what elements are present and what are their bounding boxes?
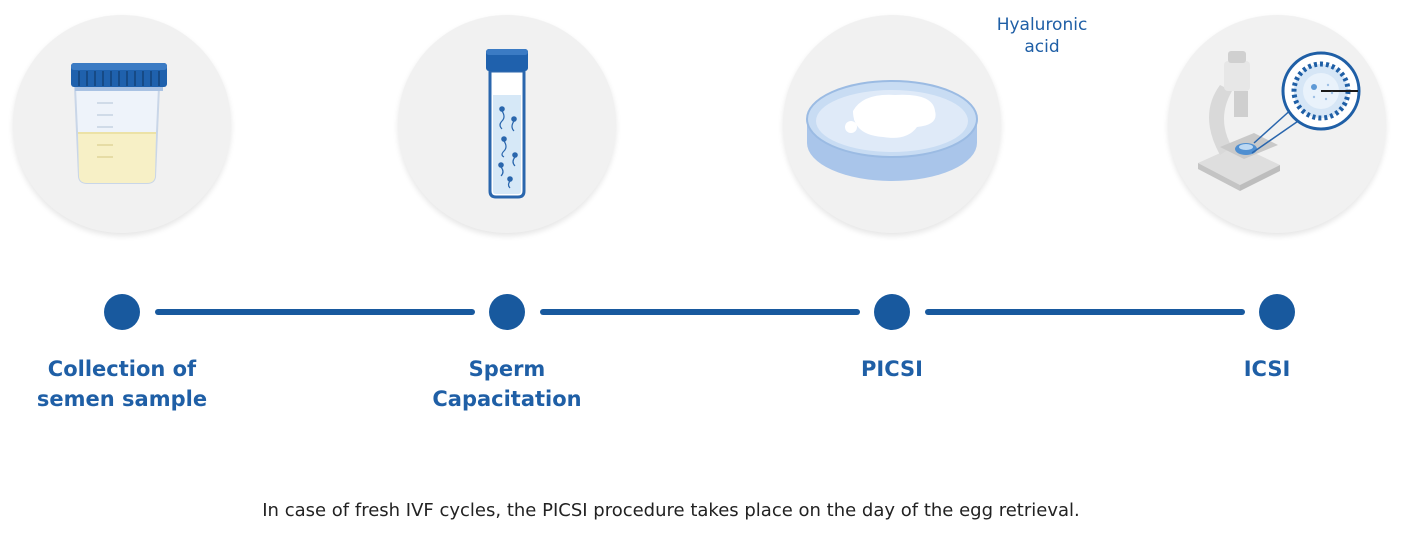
step-2-label: Sperm Capacitation xyxy=(377,354,637,414)
footnote: In case of fresh IVF cycles, the PICSI p… xyxy=(262,500,1080,521)
step-4-label-line-1: ICSI xyxy=(1243,357,1291,381)
timeline-connector-3 xyxy=(925,309,1245,315)
step-4-label: ICSI xyxy=(1137,354,1397,384)
step-1-label-line-1: Collection of xyxy=(47,357,197,381)
step-3-illustration xyxy=(783,15,1001,233)
step-3-label: PICSI xyxy=(762,354,1022,384)
hyaluronic-acid-callout: Hyaluronic acid xyxy=(972,14,1112,58)
timeline-node-2 xyxy=(489,294,525,330)
step-3-label-line-1: PICSI xyxy=(861,357,923,381)
timeline-node-4 xyxy=(1259,294,1295,330)
timeline-node-1 xyxy=(104,294,140,330)
step-1-label-line-2: semen sample xyxy=(36,387,208,411)
callout-line-2: acid xyxy=(1024,37,1060,57)
step-1-label: Collection of semen sample xyxy=(0,354,252,414)
step-1-illustration xyxy=(13,15,231,233)
specimen-cup-icon xyxy=(71,63,167,184)
timeline-node-3 xyxy=(874,294,910,330)
timeline-connector-1 xyxy=(155,309,475,315)
step-4-illustration xyxy=(1168,15,1386,233)
timeline-connector-2 xyxy=(540,309,860,315)
step-2-label-line-1: Sperm xyxy=(468,357,546,381)
step-2-label-line-2: Capacitation xyxy=(432,387,582,411)
microscope-icon xyxy=(1198,51,1361,191)
step-2-illustration xyxy=(398,15,616,233)
callout-line-1: Hyaluronic xyxy=(996,15,1088,35)
test-tube-icon xyxy=(486,49,528,199)
petri-dish-icon xyxy=(806,80,978,181)
